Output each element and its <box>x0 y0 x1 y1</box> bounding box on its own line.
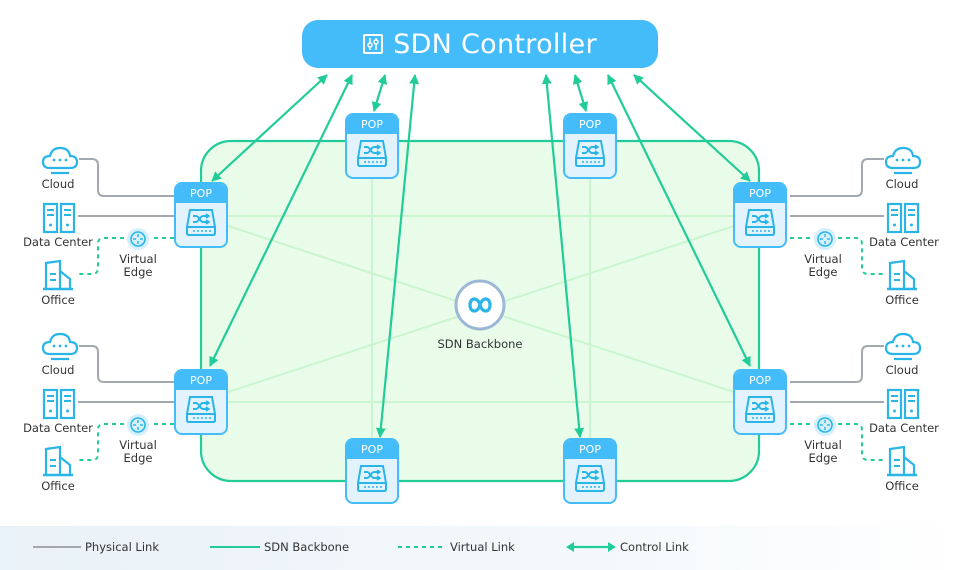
switch-icon <box>355 138 389 173</box>
pop-bottom-left-inner[interactable]: POP <box>345 438 399 504</box>
switch-icon <box>573 463 607 498</box>
cloud-icon <box>41 332 79 367</box>
legend-control-link: Control Link <box>566 540 689 554</box>
site-label-data-center: Data Center <box>23 421 93 435</box>
cloud-icon <box>41 146 79 181</box>
data-center-icon <box>886 202 920 239</box>
control-links <box>209 74 751 438</box>
legend: Physical Link SDN Backbone Virtual Link … <box>0 526 966 570</box>
virtual-edge-icon <box>124 413 152 442</box>
switch-icon <box>743 207 777 242</box>
pop-label: POP <box>176 371 226 390</box>
controller-title: SDN Controller <box>393 28 597 60</box>
pop-label: POP <box>347 440 397 459</box>
pop-top-left-inner[interactable]: POP <box>345 113 399 179</box>
pop-bottom-right-inner[interactable]: POP <box>563 438 617 504</box>
pop-label: POP <box>565 440 615 459</box>
site-label-office: Office <box>41 479 75 493</box>
pop-label: POP <box>565 115 615 134</box>
legend-physical-link: Physical Link <box>33 540 159 554</box>
site-label-office: Office <box>885 293 919 307</box>
site-label-cloud: Cloud <box>41 363 75 377</box>
legend-label: SDN Backbone <box>264 540 350 554</box>
sliders-icon <box>363 34 384 54</box>
virtual-link-swatch <box>398 546 446 548</box>
virtual-edge-icon <box>811 413 839 442</box>
data-center-icon <box>42 388 76 425</box>
site-label-data-center: Data Center <box>23 235 93 249</box>
sdn-controller[interactable]: SDN Controller <box>302 20 658 68</box>
physical-link-swatch <box>33 546 81 548</box>
backbone-swatch <box>210 546 260 548</box>
cloud-icon <box>884 146 922 181</box>
site-label-cloud: Cloud <box>41 177 75 191</box>
control-link-swatch <box>566 542 616 552</box>
legend-label: Control Link <box>620 540 689 554</box>
virtual-edge-icon <box>811 227 839 256</box>
pop-top-right-inner[interactable]: POP <box>563 113 617 179</box>
office-icon <box>886 259 918 296</box>
cloud-icon <box>884 332 922 367</box>
switch-icon <box>184 207 218 242</box>
virtual-links <box>78 237 884 461</box>
pop-label: POP <box>176 184 226 203</box>
switch-icon <box>355 463 389 498</box>
office-icon <box>42 259 74 296</box>
switch-icon <box>184 394 218 429</box>
data-center-icon <box>42 202 76 239</box>
site-label-data-center: Data Center <box>869 421 939 435</box>
pop-label: POP <box>347 115 397 134</box>
switch-icon <box>743 394 777 429</box>
data-center-icon <box>886 388 920 425</box>
legend-virtual-link: Virtual Link <box>398 540 515 554</box>
site-label-cloud: Cloud <box>885 363 919 377</box>
site-label-cloud: Cloud <box>885 177 919 191</box>
pop-label: POP <box>735 184 785 203</box>
pop-label: POP <box>735 371 785 390</box>
pop-left-lower[interactable]: POP <box>174 369 228 435</box>
backbone-label: SDN Backbone <box>437 337 523 351</box>
site-label-office: Office <box>885 479 919 493</box>
virtual-edge-icon <box>124 227 152 256</box>
legend-sdn-backbone: SDN Backbone <box>210 540 349 554</box>
pop-right-lower[interactable]: POP <box>733 369 787 435</box>
infinity-icon <box>454 279 506 331</box>
legend-label: Physical Link <box>85 540 159 554</box>
office-icon <box>42 445 74 482</box>
switch-icon <box>573 138 607 173</box>
site-label-office: Office <box>41 293 75 307</box>
site-label-data-center: Data Center <box>869 235 939 249</box>
physical-links <box>78 158 884 403</box>
legend-label: Virtual Link <box>450 540 515 554</box>
office-icon <box>886 445 918 482</box>
pop-right-upper[interactable]: POP <box>733 182 787 248</box>
pop-left-upper[interactable]: POP <box>174 182 228 248</box>
